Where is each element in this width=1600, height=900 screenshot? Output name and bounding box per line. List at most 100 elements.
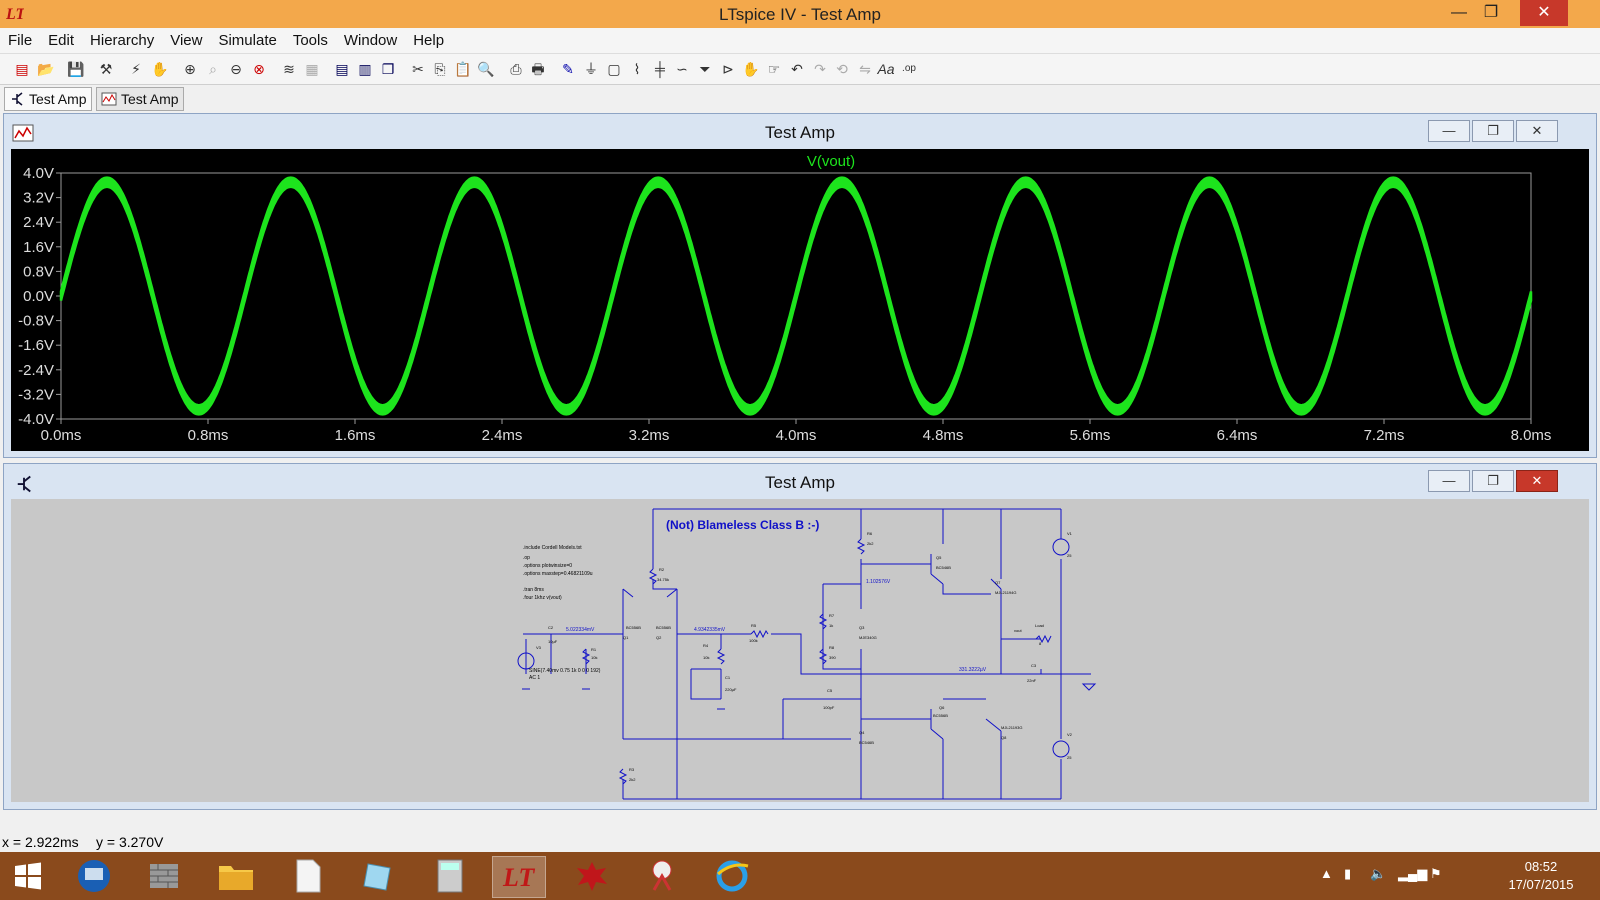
- taskbar-calculator[interactable]: [424, 856, 476, 896]
- tile-horizontal-icon[interactable]: ▤: [335, 61, 349, 77]
- taskbar-firewall[interactable]: [138, 856, 190, 896]
- node-label-1: 5.022334mV: [566, 627, 595, 633]
- taskbar-ltspice[interactable]: LT: [492, 856, 546, 898]
- move-icon[interactable]: ✋: [742, 61, 760, 77]
- start-button[interactable]: [2, 856, 54, 896]
- folder-icon: [219, 866, 253, 890]
- menu-simulate[interactable]: Simulate: [218, 32, 277, 49]
- schematic-minimize-button[interactable]: —: [1428, 470, 1470, 492]
- waveform-restore-button[interactable]: ❐: [1472, 120, 1514, 142]
- toolbar: ▤ 📂 💾 ⚒ ⚡ ✋ ⊕ ⌕ ⊖ ⊗ ≋ ▦ ▤ ▥ ❐ ✂ ⎘ 📋 🔍 ⎙ …: [0, 54, 1600, 85]
- cut-icon[interactable]: ✂: [412, 61, 424, 77]
- comp-c2: C2: [548, 625, 554, 630]
- waveform-close-button[interactable]: ✕: [1516, 120, 1558, 142]
- waveform-minimize-button[interactable]: —: [1428, 120, 1470, 142]
- flag-icon[interactable]: ⚑: [1430, 866, 1442, 881]
- drag-icon[interactable]: ☞: [767, 61, 781, 77]
- ground-icon[interactable]: ⏚: [584, 61, 598, 77]
- taskbar-notes[interactable]: [352, 856, 404, 896]
- close-button[interactable]: ✕: [1520, 0, 1568, 26]
- comp-q3-model: MJE340G: [859, 635, 877, 640]
- comp-q6: Q6: [939, 705, 945, 710]
- print-icon[interactable]: 🖶: [531, 61, 545, 77]
- component-icon[interactable]: ⊳: [722, 61, 734, 77]
- schematic-canvas[interactable]: (Not) Blameless Class B :-) .include Cor…: [11, 499, 1589, 802]
- redo-icon[interactable]: ↷: [814, 61, 826, 77]
- clock[interactable]: 08:52 17/07/2015: [1496, 858, 1586, 894]
- comp-r5-val: 100k: [749, 638, 758, 643]
- menu-file[interactable]: File: [8, 32, 33, 49]
- schematic-restore-button[interactable]: ❐: [1472, 470, 1514, 492]
- new-schematic-icon[interactable]: ▤: [15, 61, 29, 77]
- undo-icon[interactable]: ↶: [791, 61, 803, 77]
- control-panel-icon[interactable]: ⚒: [99, 61, 113, 77]
- menu-edit[interactable]: Edit: [48, 32, 75, 49]
- taskbar-notepad[interactable]: [282, 856, 334, 896]
- x-tick-label: 0.0ms: [41, 427, 82, 444]
- menu-view[interactable]: View: [170, 32, 203, 49]
- halt-icon[interactable]: ✋: [151, 61, 169, 77]
- autorange-icon[interactable]: ≋: [283, 61, 295, 77]
- menu-help[interactable]: Help: [413, 32, 445, 49]
- grid-icon[interactable]: ▦: [305, 61, 319, 77]
- text-icon[interactable]: Aa: [877, 61, 895, 77]
- network-icon[interactable]: ▂▄▆: [1398, 866, 1428, 881]
- waveform-plot[interactable]: V(vout)4.0V3.2V2.4V1.6V0.8V0.0V-0.8V-1.6…: [11, 149, 1589, 451]
- taskbar-internet-explorer[interactable]: [706, 856, 758, 896]
- print-setup-icon[interactable]: ⎙: [510, 61, 522, 77]
- diode-icon[interactable]: ⏷: [699, 61, 711, 77]
- zoom-fit-icon[interactable]: ⊗: [253, 61, 265, 77]
- y-tick-label: 4.0V: [23, 165, 54, 182]
- capacitor-icon[interactable]: ╪: [655, 61, 665, 77]
- scissors-icon: [652, 860, 672, 891]
- source-sine-label: SINE(7.40mv 0.75 1k 0 0 0 192): [529, 668, 601, 674]
- menu-tools[interactable]: Tools: [292, 32, 328, 49]
- open-icon[interactable]: 📂: [37, 61, 55, 77]
- tile-vertical-icon[interactable]: ▥: [358, 61, 372, 77]
- x-tick-label: 5.6ms: [1070, 427, 1111, 444]
- paste-icon[interactable]: 📋: [454, 61, 472, 77]
- rotate-icon[interactable]: ⟲: [836, 61, 848, 77]
- menu-bar: File Edit Hierarchy View Simulate Tools Window…: [0, 28, 1600, 54]
- x-tick-label: 4.0ms: [776, 427, 817, 444]
- mirror-icon[interactable]: ⇋: [859, 61, 871, 77]
- show-hidden-icons[interactable]: ▲: [1320, 866, 1333, 881]
- run-icon[interactable]: ⚡: [131, 61, 141, 77]
- volume-icon[interactable]: 🔈: [1370, 866, 1387, 881]
- comp-q3: Q3: [859, 625, 865, 630]
- waveform-icon: [101, 92, 117, 106]
- zoom-in-icon[interactable]: ⊕: [184, 61, 196, 77]
- copy-icon[interactable]: ⎘: [434, 61, 446, 77]
- minimize-button[interactable]: —: [1451, 4, 1467, 21]
- spice-directive-icon[interactable]: .op: [902, 63, 916, 74]
- taskbar-remote-desktop[interactable]: [68, 856, 120, 896]
- comp-v1-val: 25: [1067, 553, 1072, 558]
- comp-r3-val: 2k2: [629, 777, 636, 782]
- comp-q7: Q7: [995, 580, 1001, 585]
- zoom-out-icon[interactable]: ⊖: [230, 61, 242, 77]
- schematic-close-button[interactable]: ✕: [1516, 470, 1558, 492]
- comp-r4: R4: [703, 643, 709, 648]
- taskbar-snipping-tool[interactable]: [636, 856, 688, 896]
- save-icon[interactable]: 💾: [67, 61, 85, 77]
- restore-button[interactable]: ❐: [1483, 4, 1499, 21]
- menu-window[interactable]: Window: [343, 32, 398, 49]
- schematic-sources: [517, 538, 1097, 758]
- taskbar-file-explorer[interactable]: [210, 856, 262, 896]
- label-net-icon[interactable]: ▢: [607, 61, 621, 77]
- comp-r6-val: 2k2: [867, 541, 874, 546]
- find-icon[interactable]: 🔍: [477, 61, 495, 77]
- battery-icon[interactable]: ▮: [1344, 866, 1352, 881]
- cascade-icon[interactable]: ❐: [381, 61, 395, 77]
- inductor-icon[interactable]: ∽: [676, 61, 688, 77]
- comp-r5: R5: [751, 623, 757, 628]
- taskbar-paint-splat[interactable]: [566, 856, 618, 896]
- menu-hierarchy[interactable]: Hierarchy: [90, 32, 155, 49]
- tab-schematic[interactable]: Test Amp: [4, 87, 92, 111]
- node-label-2: 4.9342335mV: [694, 627, 726, 633]
- pan-icon[interactable]: ⌕: [209, 61, 217, 77]
- tab-waveform[interactable]: Test Amp: [96, 87, 184, 111]
- resistor-icon[interactable]: ⌇: [633, 61, 641, 77]
- ltspice-icon: LT: [6, 6, 24, 22]
- draw-wire-icon[interactable]: ✎: [562, 61, 574, 77]
